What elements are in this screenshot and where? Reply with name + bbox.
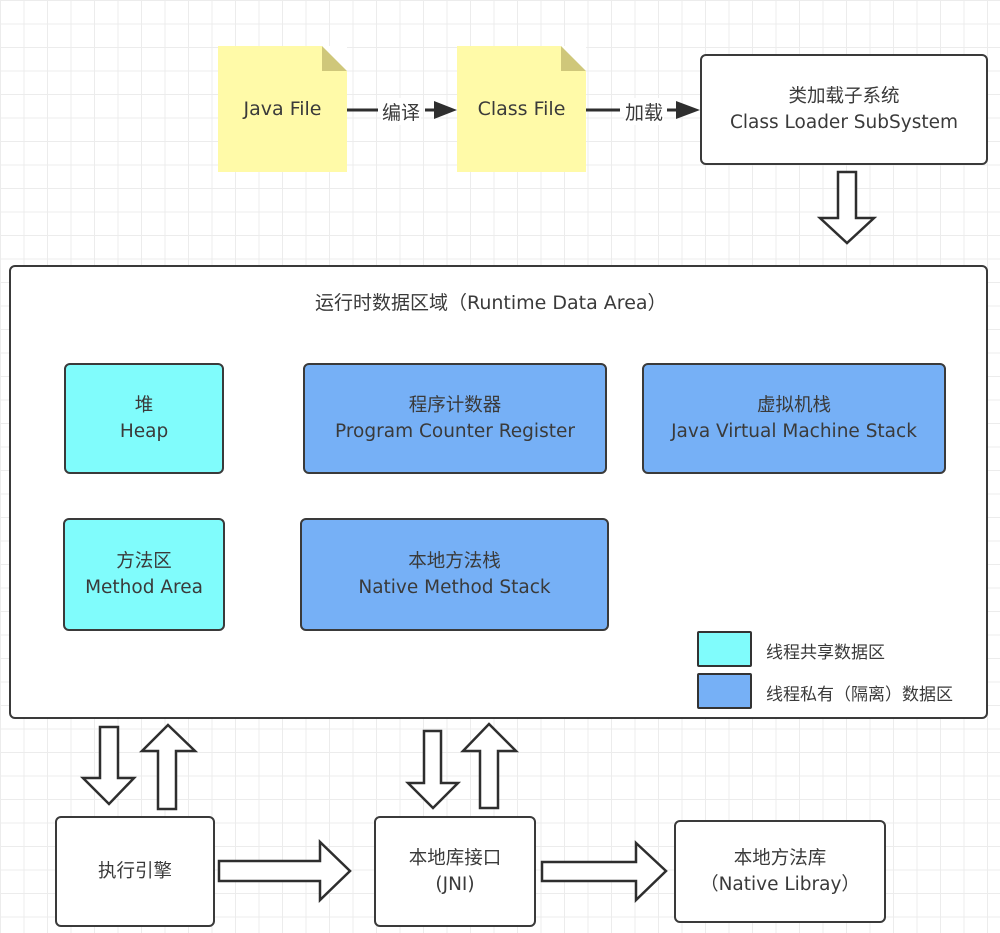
method-area-en: Method Area	[85, 576, 203, 598]
execution-engine-box: 执行引擎	[55, 816, 215, 927]
note-fold-corner	[322, 46, 347, 71]
note-fold-corner	[561, 46, 586, 71]
program-counter-zh: 程序计数器	[408, 394, 502, 416]
execution-engine-label: 执行引擎	[97, 860, 172, 882]
class-file-label: Class File	[477, 98, 566, 120]
runtime-data-area-box	[9, 265, 988, 719]
program-counter-register-box: 程序计数器 Program Counter Register	[303, 363, 607, 474]
heap-box: 堆 Heap	[64, 363, 224, 474]
jvm-stack-box: 虚拟机栈 Java Virtual Machine Stack	[642, 363, 946, 474]
legend-shared-label: 线程共享数据区	[766, 643, 885, 663]
jvm-stack-zh: 虚拟机栈	[756, 394, 831, 416]
class-loader-subsystem-box: 类加载子系统 Class Loader SubSystem	[700, 54, 988, 165]
class-loader-en: Class Loader SubSystem	[730, 111, 958, 133]
engine-down-block-arrow	[79, 725, 137, 806]
loader-down-block-arrow	[816, 170, 878, 245]
java-file-label: Java File	[243, 98, 322, 120]
engine-to-jni-block-arrow	[217, 839, 352, 903]
load-edge-label: 加载	[624, 98, 665, 125]
class-loader-zh: 类加载子系统	[788, 85, 900, 107]
native-library-box: 本地方法库 （Native Libray）	[674, 820, 886, 923]
native-method-stack-box: 本地方法栈 Native Method Stack	[300, 518, 609, 631]
heap-en: Heap	[119, 420, 169, 442]
heap-zh: 堆	[134, 394, 154, 416]
jvm-stack-en: Java Virtual Machine Stack	[671, 420, 917, 442]
jni-zh: 本地库接口	[408, 847, 502, 869]
native-library-en: （Native Libray）	[700, 873, 860, 895]
method-area-box: 方法区 Method Area	[63, 518, 225, 631]
engine-up-block-arrow	[138, 723, 199, 811]
runtime-data-area-title: 运行时数据区域（Runtime Data Area）	[315, 292, 667, 314]
legend-shared-swatch	[697, 631, 752, 667]
class-file-note: Class File	[457, 46, 586, 172]
native-method-stack-zh: 本地方法栈	[408, 550, 501, 572]
native-library-zh: 本地方法库	[733, 847, 827, 869]
method-area-zh: 方法区	[116, 550, 172, 572]
legend-private-swatch	[697, 673, 752, 709]
program-counter-en: Program Counter Register	[335, 420, 575, 442]
legend-private-label: 线程私有（隔离）数据区	[766, 685, 953, 705]
jni-box: 本地库接口 (JNI)	[374, 816, 536, 927]
jni-en: (JNI)	[435, 873, 475, 895]
compile-edge-label: 编译	[381, 98, 422, 125]
jni-down-block-arrow	[404, 729, 462, 810]
compile-arrow-head	[434, 101, 457, 119]
native-method-stack-en: Native Method Stack	[358, 576, 551, 598]
jni-to-library-block-arrow	[540, 840, 668, 903]
jni-up-block-arrow	[460, 722, 520, 810]
load-arrow-head	[676, 101, 700, 119]
java-file-note: Java File	[218, 46, 347, 172]
